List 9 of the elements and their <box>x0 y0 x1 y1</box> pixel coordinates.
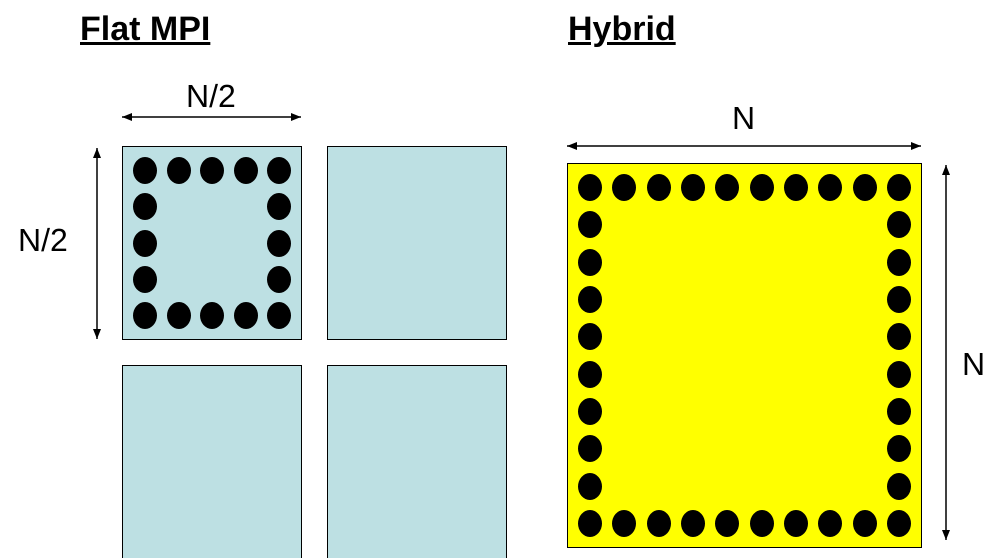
domain-square <box>122 365 302 558</box>
dimension-label: N/2 <box>186 80 236 112</box>
section-heading: Hybrid <box>568 12 676 46</box>
dimension-label: N <box>962 348 986 380</box>
dimension-label: N <box>732 102 756 134</box>
dimension-label: N/2 <box>18 224 68 256</box>
section-heading: Flat MPI <box>80 12 210 46</box>
domain-square <box>327 146 507 340</box>
domain-square <box>327 365 507 558</box>
